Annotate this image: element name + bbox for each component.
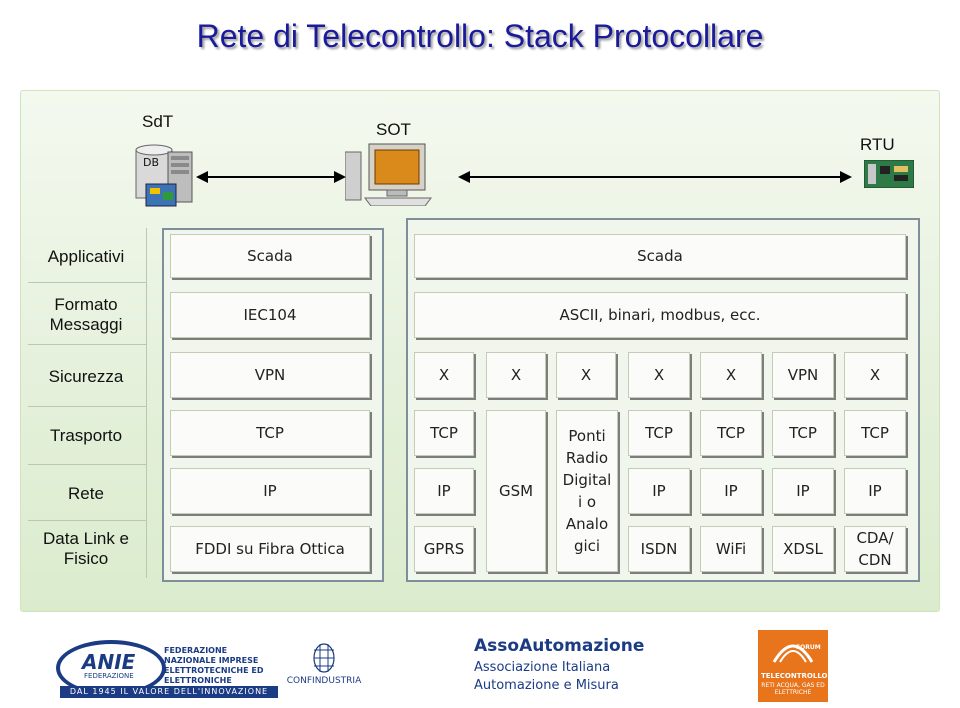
assoautomazione-sub2: Automazione e Misura [474,678,619,693]
rtu-label: RTU [860,135,895,154]
divider [28,464,146,465]
left-iec104-box: IEC104 [170,292,370,338]
sot-label: SOT [376,120,411,139]
security-box: X [556,352,616,398]
security-box: X [414,352,474,398]
isdn-link-box: ISDN [628,526,690,572]
gprs-ip-box: IP [414,468,474,514]
server-icon [130,140,194,210]
divider [28,520,146,521]
left-vpn-box: VPN [170,352,370,398]
xdsl-tcp-box: TCP [772,410,834,456]
confindustria-text: CONFINDUSTRIA [286,676,362,686]
sdt-label: SdT [142,112,174,131]
isdn-ip-box: IP [628,468,690,514]
cda-tcp-box: TCP [844,410,906,456]
assoautomazione-title: AssoAutomazione [474,636,645,656]
confindustria-emblem-icon [306,638,342,674]
gprs-tcp-box: TCP [414,410,474,456]
security-box: X [844,352,906,398]
forum-subtitle: RETI ACQUA, GAS ED ELETTRICHE [761,682,825,696]
left-scada-box: Scada [170,234,370,278]
gsm-box: GSM [486,410,546,572]
anie-logo-subtext: FEDERAZIONE [84,672,134,680]
arrow-head-left-icon [196,171,208,183]
security-box: X [628,352,690,398]
forum-title: TELECONTROLLO [761,672,828,680]
xdsl-link-box: XDSL [772,526,834,572]
sot-rtu-arrow [468,176,842,178]
cda-ip-box: IP [844,468,906,514]
security-box: X [700,352,762,398]
right-formats-box: ASCII, binari, modbus, ecc. [414,292,906,338]
footer: ANIE FEDERAZIONE FEDERAZIONE NAZIONALE I… [0,622,960,708]
layer-rete: Rete [68,484,104,503]
db-label: DB [143,156,160,169]
forum-telecontrollo-logo [758,630,828,702]
arrow-head-left-icon [458,171,470,183]
anie-banner: DAL 1945 IL VALORE DELL'INNOVAZIONE [60,686,278,698]
security-box: X [486,352,546,398]
xdsl-ip-box: IP [772,468,834,514]
sdt-sot-arrow [206,176,336,178]
right-scada-box: Scada [414,234,906,278]
wifi-tcp-box: TCP [700,410,762,456]
left-ip-box: IP [170,468,370,514]
security-box: VPN [772,352,834,398]
layer-formato-messaggi: Formato Messaggi [49,295,123,334]
wifi-ip-box: IP [700,468,762,514]
left-fddi-box: FDDI su Fibra Ottica [170,526,370,572]
divider [146,228,147,578]
left-tcp-box: TCP [170,410,370,456]
left-stack-group [162,228,384,582]
rtu-board-icon [863,159,915,189]
forum-swirl-icon [770,636,816,666]
cda-link-box: CDA/ CDN [844,526,906,572]
layer-sicurezza: Sicurezza [48,367,124,386]
layer-applicativi: Applicativi [47,247,125,266]
anie-logo-text: ANIE [82,650,136,674]
forum-text: FORUM [796,644,821,651]
divider [28,282,146,283]
arrow-head-right-icon [334,171,346,183]
isdn-tcp-box: TCP [628,410,690,456]
arrow-head-right-icon [840,171,852,183]
layer-trasporto: Trasporto [49,426,123,445]
wifi-link-box: WiFi [700,526,762,572]
layer-data-link: Data Link e Fisico [43,529,129,568]
workstation-icon [344,140,435,207]
gprs-link-box: GPRS [414,526,474,572]
anie-text: FEDERAZIONE NAZIONALE IMPRESE ELETTROTEC… [164,646,264,685]
divider [28,344,146,345]
divider [28,406,146,407]
page-title: Rete di Telecontrollo: Stack Protocollar… [196,18,764,54]
ponti-radio-box: Ponti Radio Digital i o Analo gici [556,410,618,572]
assoautomazione-sub1: Associazione Italiana [474,660,611,675]
